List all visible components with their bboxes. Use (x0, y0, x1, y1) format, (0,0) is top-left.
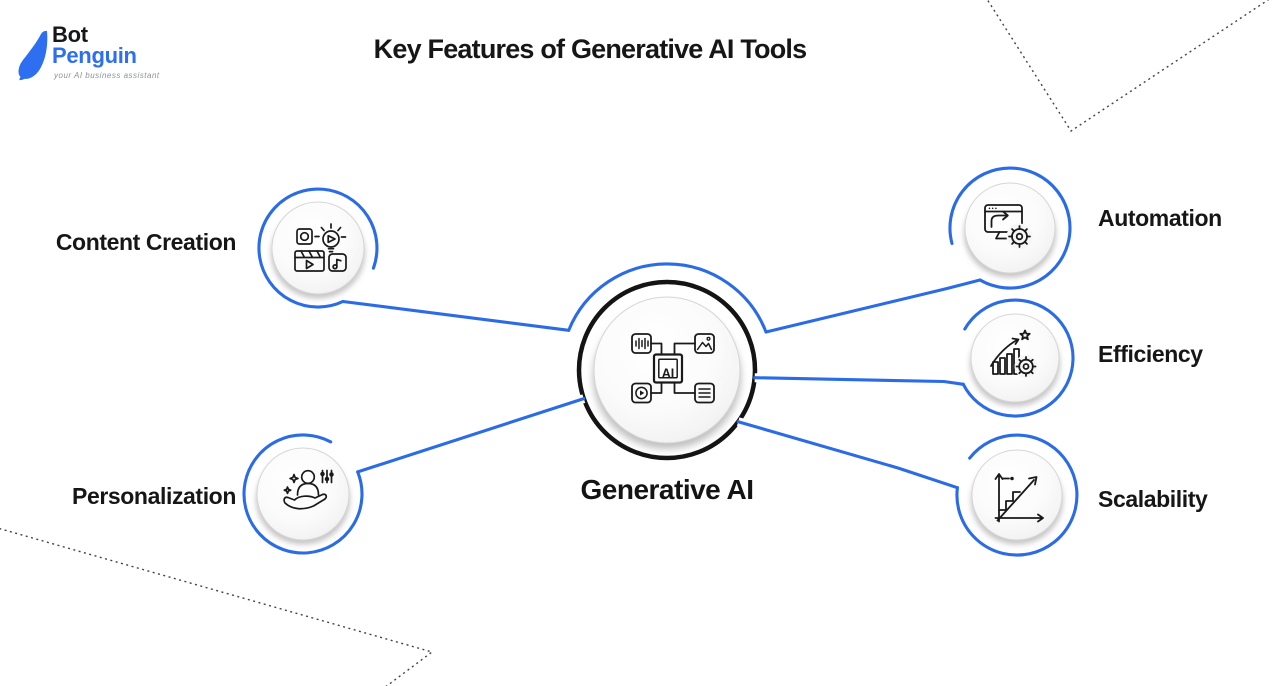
link-automation (764, 278, 982, 334)
label-content-creation: Content Creation (55, 229, 237, 255)
growth-chart-gear-star-icon (990, 329, 1038, 378)
ring-scalability (955, 433, 1079, 557)
content-creation-media-icon (294, 223, 347, 272)
page-title: Key Features of Generative AI Tools (373, 34, 807, 64)
monitor-gear-icon (984, 204, 1033, 250)
label-personalization: Personalization (72, 483, 236, 509)
ai-chip-modules-icon: AI (631, 333, 715, 404)
scalability-circle (971, 449, 1063, 541)
ring-automation (948, 166, 1072, 290)
ring-efficiency (961, 298, 1075, 418)
label-scalability: Scalability (1098, 486, 1208, 512)
dotted-chevron-line-bottom-left (0, 527, 434, 686)
person-in-hand-icon (283, 469, 334, 510)
central-node-ring (576, 279, 758, 461)
penguin-icon (18, 30, 48, 81)
botpenguin-logo: Bot Penguin your AI business assistant (16, 22, 196, 81)
content-creation-circle (271, 201, 365, 295)
link-scalability (736, 420, 959, 490)
logo-text-bot: Bot (52, 22, 88, 47)
central-top-arc (567, 262, 768, 334)
logo-text-penguin: Penguin (52, 43, 137, 68)
scaling-graph-arrow-icon (994, 473, 1044, 523)
personalization-circle (256, 447, 350, 541)
connector-lines (242, 166, 1079, 557)
ring-personalization (242, 433, 364, 555)
label-automation: Automation (1098, 205, 1222, 231)
dotted-v-line-top-right (986, 0, 1270, 132)
ring-content-creation (257, 187, 379, 309)
link-efficiency (753, 376, 965, 386)
logo-tagline: your AI business assistant (54, 71, 160, 80)
link-content-creation (341, 299, 571, 332)
ai-label: AI (662, 366, 675, 380)
link-personalization (356, 397, 586, 474)
label-generative-ai: Generative AI (580, 474, 754, 505)
efficiency-circle (970, 313, 1060, 403)
label-efficiency: Efficiency (1098, 341, 1203, 367)
